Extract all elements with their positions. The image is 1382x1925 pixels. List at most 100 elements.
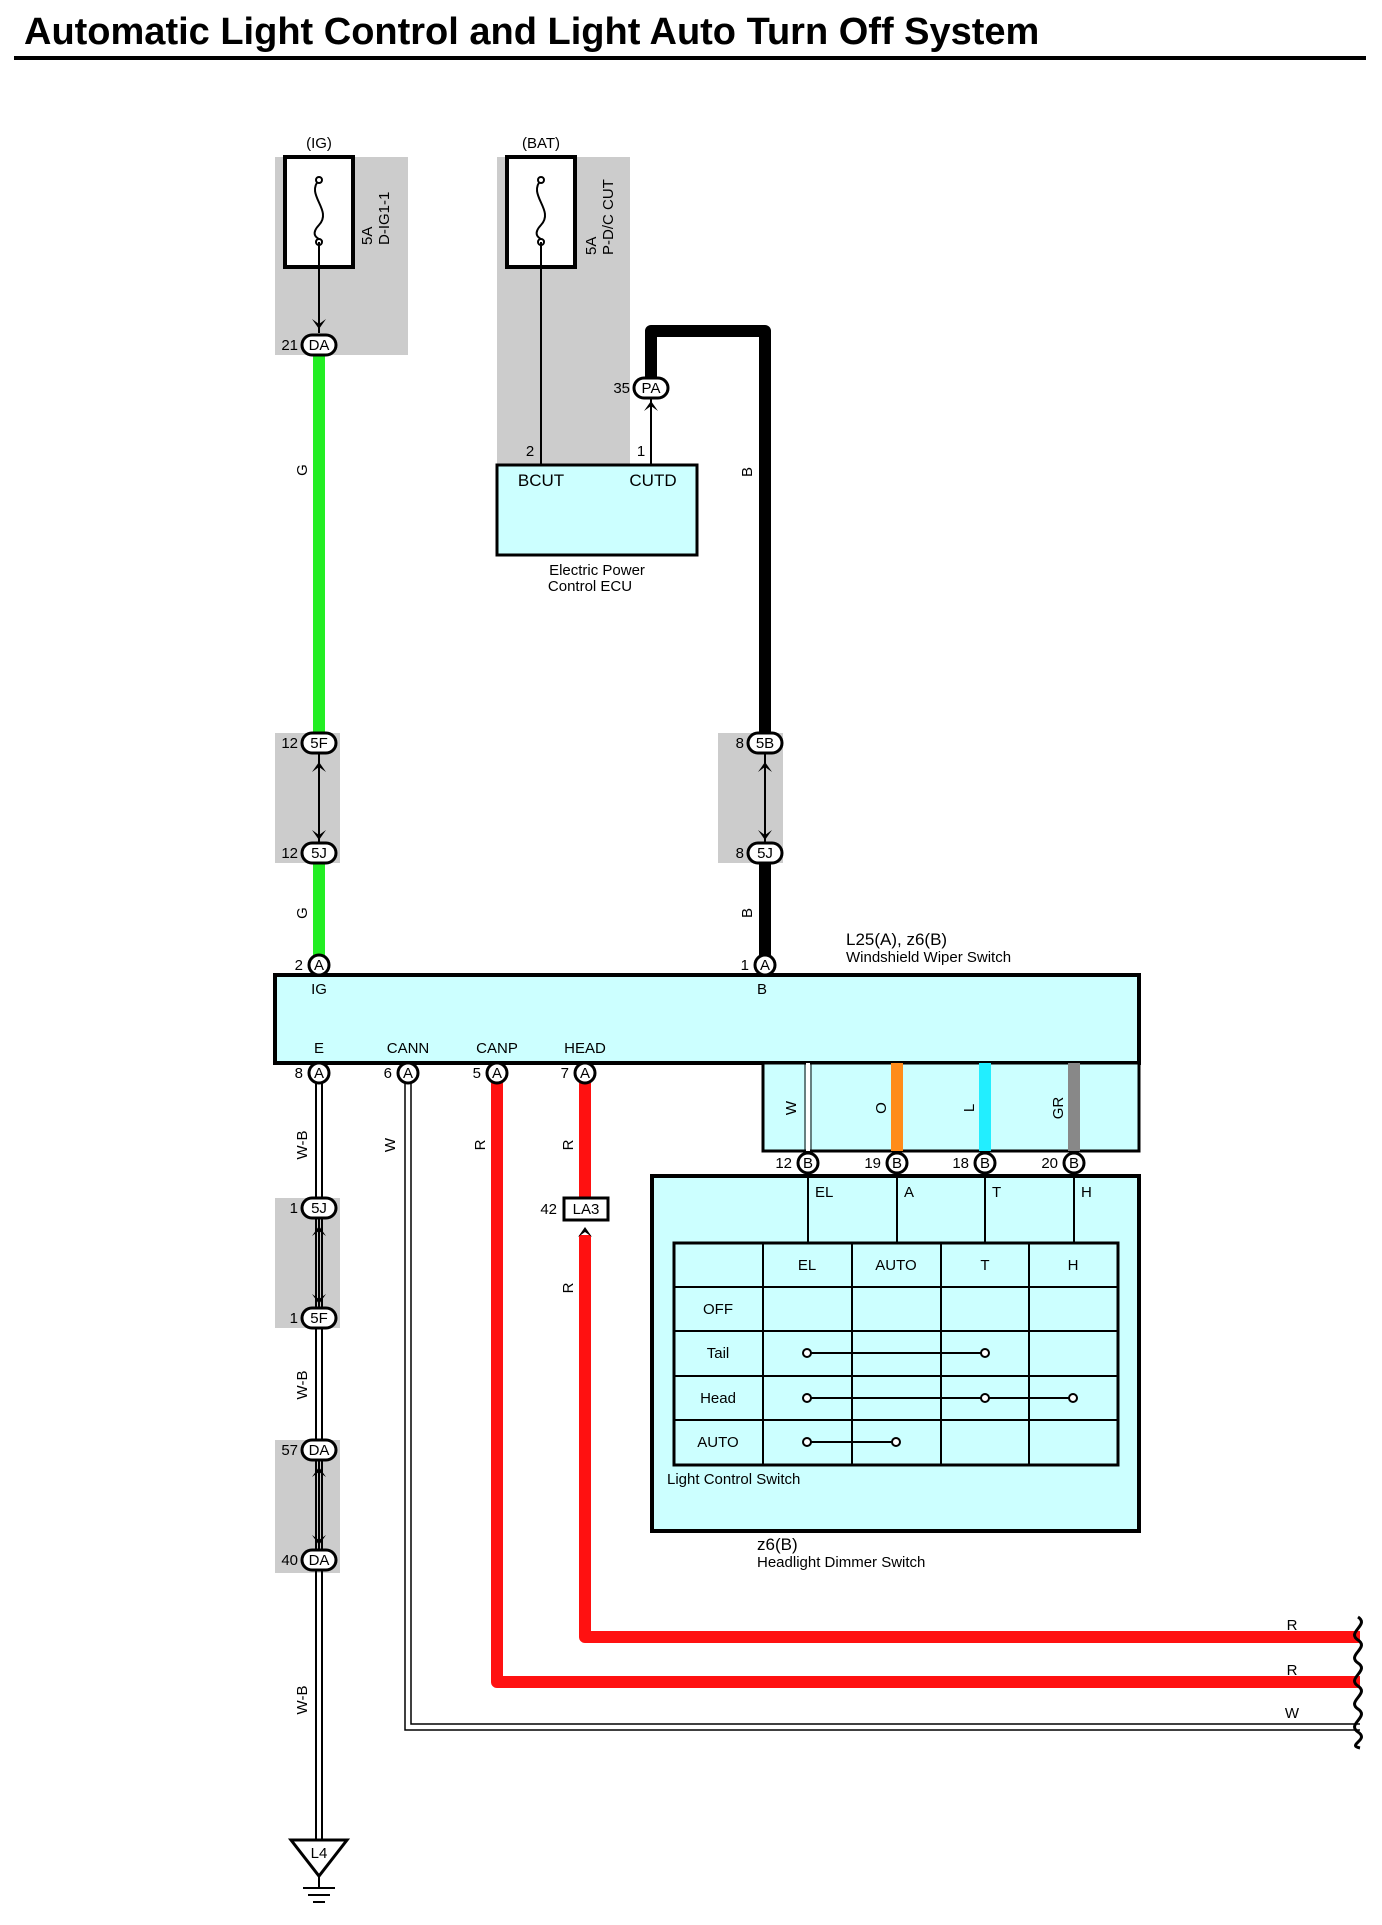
svg-text:DA: DA [309, 1552, 330, 1569]
connector-da-21: DA 21 [281, 333, 338, 357]
wire-label-e-3: W-B [294, 1686, 311, 1715]
wire-label-right-2: R [1287, 1662, 1298, 1679]
pin-cann-6a: A 6 [384, 1061, 420, 1085]
internal-wire-bay: W O L GR [761, 1061, 1141, 1153]
wiper-switch-code: L25(A), z6(B) [846, 930, 947, 949]
svg-text:19: 19 [864, 1155, 881, 1172]
dimmer-switch-name: Headlight Dimmer Switch [757, 1554, 925, 1571]
table-col-h: H [1068, 1257, 1079, 1274]
svg-text:5F: 5F [310, 1310, 328, 1327]
wiper-term-b: B [757, 981, 767, 998]
svg-text:A: A [314, 957, 324, 974]
svg-text:5B: 5B [756, 735, 774, 752]
ecu-name-line1: Electric Power [549, 562, 645, 579]
pin-ig-2a: A 2 [295, 953, 331, 977]
svg-text:DA: DA [309, 1442, 330, 1459]
svg-text:1: 1 [290, 1200, 298, 1217]
fuse-ig-source: (IG) [306, 135, 332, 152]
dimmer-term-a: A [904, 1184, 914, 1201]
wiper-term-e: E [314, 1040, 324, 1057]
svg-text:20: 20 [1041, 1155, 1058, 1172]
connector-la3-42: LA3 42 [540, 1196, 610, 1222]
continuation-break [1353, 1615, 1363, 1750]
svg-text:21: 21 [281, 337, 298, 354]
svg-text:5F: 5F [310, 735, 328, 752]
wiper-switch-name: Windshield Wiper Switch [846, 949, 1011, 966]
connector-da-57: DA 57 [281, 1438, 338, 1462]
pin-canp-5a: A 5 [473, 1061, 509, 1085]
fuse-bat-name: P-D/C CUT [600, 179, 617, 255]
svg-text:B: B [803, 1155, 813, 1172]
ecu-term-cutd: CUTD [629, 471, 676, 490]
pin-head-7a: A 7 [561, 1061, 597, 1085]
svg-text:12: 12 [775, 1155, 792, 1172]
fuse-ig-name: D-IG1-1 [376, 192, 393, 245]
svg-text:42: 42 [540, 1201, 557, 1218]
ground-id: L4 [311, 1845, 328, 1862]
internal-wire-gr: GR [1050, 1097, 1067, 1120]
svg-text:12: 12 [281, 735, 298, 752]
svg-text:5: 5 [473, 1065, 481, 1082]
table-caption: Light Control Switch [667, 1471, 800, 1488]
svg-text:35: 35 [613, 380, 630, 397]
svg-text:8: 8 [736, 735, 744, 752]
wire-label-canp: R [472, 1139, 489, 1150]
dimmer-switch-code: z6(B) [757, 1535, 798, 1554]
pin-h-20b: B 20 [1041, 1151, 1086, 1175]
svg-text:PA: PA [642, 380, 661, 397]
svg-text:8: 8 [295, 1065, 303, 1082]
table-row-off: OFF [703, 1301, 733, 1318]
svg-text:LA3: LA3 [573, 1201, 600, 1218]
wire-label-cann: W [382, 1137, 399, 1152]
svg-text:B: B [1069, 1155, 1079, 1172]
wire-label-g-lower: G [294, 907, 311, 919]
svg-text:A: A [403, 1065, 413, 1082]
wiper-term-cann: CANN [387, 1040, 430, 1057]
svg-text:6: 6 [384, 1065, 392, 1082]
dimmer-term-h: H [1081, 1184, 1092, 1201]
wire-label-g-upper: G [294, 464, 311, 476]
svg-text:1: 1 [741, 957, 749, 974]
connector-5b-8: 5B 8 [736, 731, 784, 755]
svg-text:5J: 5J [311, 845, 327, 862]
svg-text:5J: 5J [311, 1200, 327, 1217]
svg-text:40: 40 [281, 1552, 298, 1569]
wiper-term-ig: IG [311, 981, 327, 998]
ecu-term-bcut: BCUT [518, 471, 564, 490]
fuse-bat-rating: 5A [583, 237, 600, 255]
light-control-switch-table: EL AUTO T H OFF Tail Head AUTO [672, 1241, 1120, 1467]
wiper-term-head: HEAD [564, 1040, 606, 1057]
internal-wire-w: W [783, 1100, 800, 1115]
ecu-pin-bcut: 2 [526, 443, 534, 460]
ecu-name-line2: Control ECU [548, 578, 632, 595]
internal-wire-o: O [873, 1102, 890, 1114]
connector-pa-35: PA 35 [613, 376, 670, 400]
internal-wire-l: L [961, 1104, 978, 1112]
svg-text:8: 8 [736, 845, 744, 862]
pin-t-18b: B 18 [952, 1151, 997, 1175]
page-title: Automatic Light Control and Light Auto T… [24, 11, 1039, 53]
table-col-auto: AUTO [875, 1257, 916, 1274]
svg-text:A: A [492, 1065, 502, 1082]
wire-b-upper [645, 325, 771, 733]
ecu-pin-cutd: 1 [637, 443, 645, 460]
svg-text:A: A [580, 1065, 590, 1082]
headlight-dimmer-switch: EL A T H EL AUTO T H OFF Tail Head AUTO [650, 1161, 1141, 1533]
wire-cann-w [404, 1083, 1360, 1731]
wire-label-b-upper: B [739, 467, 756, 477]
dimmer-term-el: EL [815, 1184, 833, 1201]
pin-el-12b: B 12 [775, 1151, 820, 1175]
ground-l4: L4 [287, 1838, 351, 1903]
wire-label-e-2: W-B [294, 1371, 311, 1400]
connector-5f-1: 5F 1 [290, 1306, 338, 1330]
connector-da-40: DA 40 [281, 1548, 338, 1572]
table-col-el: EL [798, 1257, 816, 1274]
connector-5j-12: 5J 12 [281, 841, 338, 865]
svg-text:DA: DA [309, 337, 330, 354]
wire-canp-r [491, 1083, 1360, 1688]
table-row-head: Head [700, 1390, 736, 1407]
wire-label-right-3: W [1285, 1705, 1300, 1722]
svg-text:B: B [892, 1155, 902, 1172]
svg-text:B: B [980, 1155, 990, 1172]
